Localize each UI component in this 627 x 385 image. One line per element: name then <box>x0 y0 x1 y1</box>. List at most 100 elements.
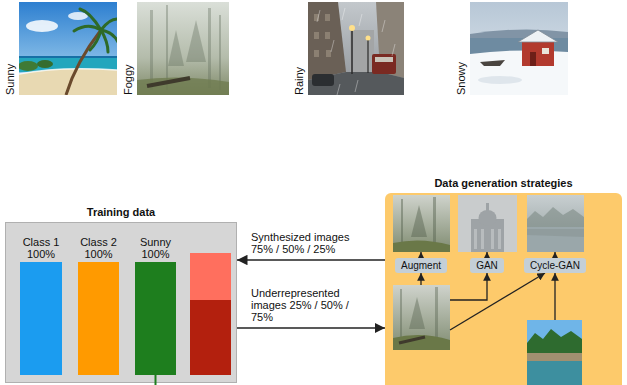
illustration-part <box>190 300 231 375</box>
sunny-lake-photo <box>527 320 582 385</box>
illustration-part <box>491 229 494 249</box>
bar-label: Class 1 100% <box>15 236 67 260</box>
method-button: GAN <box>470 258 504 273</box>
illustration-part <box>474 229 477 249</box>
photo-label-holder: Snowy <box>455 62 468 95</box>
snowy-photo <box>470 2 568 95</box>
illustration-part <box>486 203 489 211</box>
illustration-part <box>166 5 168 90</box>
illustration-part <box>527 195 584 252</box>
bar-label: Sunny 100% <box>130 236 181 260</box>
illustration-part <box>480 60 505 66</box>
illustration-part <box>150 10 153 90</box>
photo-label-holder: Foggy <box>122 64 135 95</box>
illustration-part <box>351 28 353 74</box>
illustration-part <box>219 15 221 90</box>
illustration-part <box>74 26 101 31</box>
illustration-part <box>186 20 206 62</box>
class-bar: Class 1 100% <box>20 262 62 375</box>
illustration-part <box>393 335 450 350</box>
class-bar: Sunny 100% <box>135 262 176 375</box>
illustration-part <box>325 32 330 39</box>
flow-arrow <box>237 327 385 329</box>
illustration-part <box>375 57 393 62</box>
illustration-part <box>90 30 101 50</box>
panel-title: Data generation strategies <box>385 177 622 190</box>
flow-arrow <box>237 259 385 261</box>
weather-label: Foggy <box>122 64 135 95</box>
illustration-part <box>382 20 385 32</box>
illustration-part <box>527 229 584 237</box>
illustration-part <box>411 205 427 237</box>
illustration-part <box>479 210 497 226</box>
illustration-part <box>317 8 395 95</box>
sunny-photo <box>19 2 117 95</box>
illustration-part <box>74 9 117 52</box>
method-label: Augment <box>401 259 441 272</box>
illustration-part <box>527 227 584 252</box>
edge-label-holder: Underrepresented images 25% / 50% / 75% <box>249 286 365 324</box>
illustration-part <box>530 52 536 66</box>
illustration-part <box>527 353 582 361</box>
illustration-part <box>331 40 334 52</box>
illustration-part <box>26 20 58 32</box>
gan-photo <box>458 195 517 252</box>
panel-heading: Data generation strategies <box>385 177 622 193</box>
weather-label: Sunny <box>4 64 17 95</box>
illustration-part <box>317 10 320 22</box>
illustration-part <box>409 297 425 329</box>
illustration-part <box>208 8 211 88</box>
weather-label: Snowy <box>455 62 468 95</box>
generation-art <box>385 193 622 385</box>
illustration-part <box>450 273 545 330</box>
illustration-part <box>326 50 331 57</box>
illustration-part <box>342 8 345 20</box>
illustration-part <box>393 240 450 252</box>
augmented-photo <box>393 195 450 252</box>
bar-label: Class 2 100% <box>73 236 124 260</box>
bar-caption: Class 2 100% <box>73 236 124 262</box>
illustration-part <box>355 80 358 92</box>
illustration-part <box>522 40 554 66</box>
illustration-part <box>308 72 404 95</box>
illustration-part <box>372 54 396 74</box>
illustration-part <box>400 289 402 344</box>
illustration-part <box>155 375 157 385</box>
foggy-photo <box>137 2 229 95</box>
cyclegan-photo <box>527 195 584 252</box>
illustration-part <box>527 207 584 227</box>
illustration-part <box>450 273 487 300</box>
illustration-part <box>471 203 504 252</box>
illustration-part <box>19 61 38 71</box>
illustration-part <box>80 9 101 30</box>
illustration-part <box>393 285 450 350</box>
illustration-part <box>518 30 558 42</box>
edge-label: Synthesized images 75% / 50% / 25% <box>251 231 363 255</box>
weather-label: Rainy <box>293 67 306 95</box>
panel-heading: Training data <box>5 206 237 222</box>
illustration-part <box>366 36 371 41</box>
illustration-part <box>314 50 319 57</box>
illustration-part <box>19 2 117 95</box>
illustration-part <box>190 253 231 300</box>
foggy-source-photo <box>393 285 450 350</box>
illustration-part <box>101 19 117 30</box>
illustration-part <box>474 229 501 249</box>
illustration-part <box>527 320 582 385</box>
illustration-part <box>393 195 450 252</box>
method-label: Cycle-GAN <box>530 259 580 272</box>
illustration-part <box>458 195 517 252</box>
illustration-part <box>137 77 229 95</box>
rainy-photo <box>308 2 404 95</box>
class-bar: Class 2 100% <box>78 262 119 375</box>
illustration-part <box>314 32 319 39</box>
illustration-part <box>312 74 334 86</box>
illustration-part <box>420 273 421 285</box>
method-button: Augment <box>395 258 447 273</box>
illustration-part <box>147 78 190 86</box>
illustration-part <box>37 60 53 68</box>
illustration-part <box>314 14 331 57</box>
